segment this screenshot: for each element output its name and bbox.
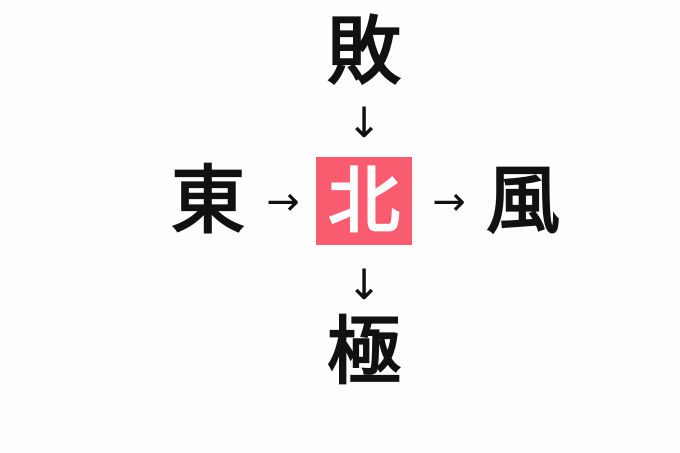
arrow-right-icon-right: → <box>432 179 466 225</box>
kanji-cell-right: 風 <box>486 158 560 244</box>
kanji-cell-left: 東 <box>171 158 245 244</box>
kanji-cell-center: 北 <box>316 157 412 245</box>
kanji-cell-bottom: 極 <box>327 309 401 395</box>
kanji-cell-top: 敗 <box>327 9 401 95</box>
arrow-down-icon-top: ↓ <box>346 98 382 147</box>
arrow-down-icon-bottom: ↓ <box>346 260 382 309</box>
arrow-right-icon-left: → <box>266 179 300 225</box>
